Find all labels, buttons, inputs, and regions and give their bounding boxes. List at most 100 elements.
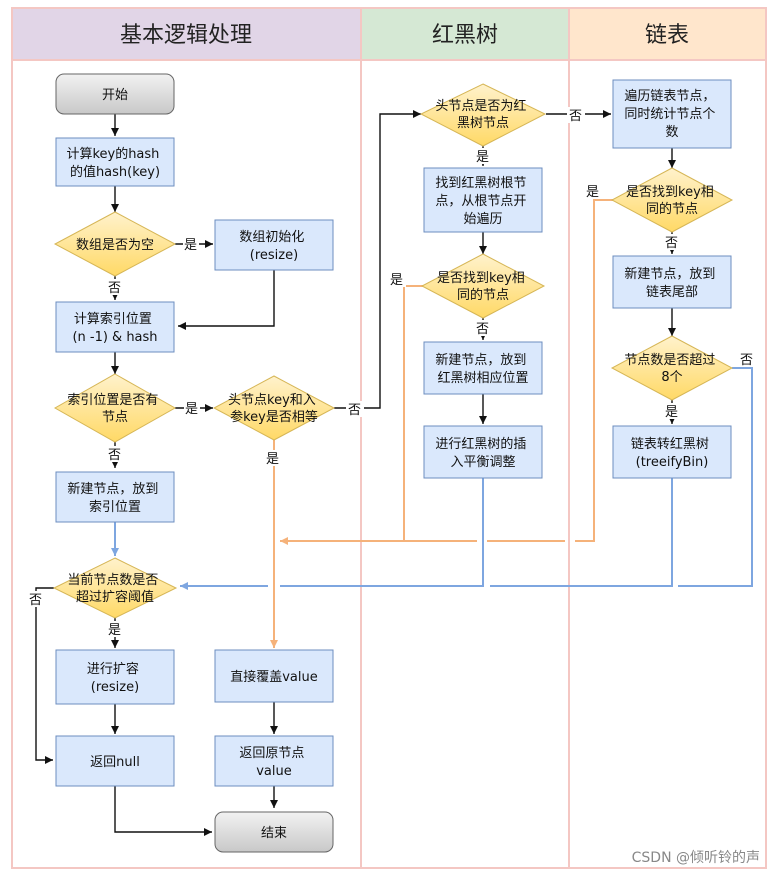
svg-text:进行红黑树的插 入平衡调整: 进行红黑树的插 入平衡调整 [435,436,530,470]
node-calc-index: 计算索引位置 (n -1) & hash [55,301,175,353]
label-isrb-yes: 是 [476,150,489,165]
label-count-yes: 是 [108,623,121,638]
list-exceed8-line1: 节点数是否超过 [624,353,715,368]
node-end: 结束 [214,811,334,853]
count-exceed-line1: 当前节点数是否 [67,572,158,588]
calc-hash-line1: 计算key的hash [66,146,159,162]
head-key-equal-line2: 参key是否相等 [230,409,318,425]
array-init-line1: 数组初始化 [239,230,304,245]
node-list-find-key: 是否找到key相 同的节点 [610,167,734,233]
rb-balance-line1: 进行红黑树的插 [435,436,526,452]
node-array-init: 数组初始化 (resize) [214,219,334,271]
edge-treeify-to-count [280,478,673,587]
rb-new-node-line1: 新建节点，放到 [435,352,526,368]
calc-index-line2: (n -1) & hash [72,330,157,345]
node-traverse-list: 遍历链表节点， 同时统计节点个 数 [612,79,732,149]
lane-rbtree-header [360,7,570,61]
traverse-list-line3: 数 [665,125,678,140]
head-is-rb-line2: 黑树节点 [457,116,509,131]
lane-list-body [568,59,767,869]
svg-text:计算索引位置 (n -1) & hash: 计算索引位置 (n -1) & hash [72,312,157,345]
svg-text:索引位置是否有 节点: 索引位置是否有 节点 [67,393,162,425]
node-rb-balance: 进行红黑树的插 入平衡调整 [423,425,543,479]
node-find-rb-root: 找到红黑树根节 点，从根节点开 始遍历 [423,167,543,233]
lane-basic-title: 基本逻辑处理 [120,23,252,48]
traverse-list-line1: 遍历链表节点， [624,88,715,104]
edge-null-to-end [114,786,212,836]
label-exceed-yes: 是 [665,405,678,420]
list-exceed8-line2: 8个 [661,370,682,385]
edge-headkey-no [334,110,421,409]
array-init-line2: (resize) [250,248,298,263]
label-headkey-yes: 是 [266,452,279,467]
label-headkey-no: 否 [348,403,361,418]
node-list-new-node: 新建节点，放到 链表尾部 [612,255,732,309]
new-node-index-line1: 新建节点，放到 [67,481,158,497]
start-label: 开始 [102,88,128,103]
treeify-line2: (treeifyBin) [636,455,709,470]
label-rbfind-yes: 是 [390,273,403,288]
return-old-line2: value [256,764,292,779]
node-head-key-equal: 头节点key和入 参key是否相等 [212,375,336,441]
node-rb-find-key: 是否找到key相 同的节点 [420,253,546,319]
swimlanes: 基本逻辑处理 红黑树 链表 [11,7,767,869]
calc-index-line1: 计算索引位置 [74,312,152,327]
label-hasnode-no: 否 [108,448,121,463]
label-empty-yes: 是 [184,238,197,253]
svg-text:数组初始化 (resize): 数组初始化 (resize) [239,230,308,263]
lane-list-title: 链表 [645,23,689,48]
find-rb-root-line2: 点，从根节点开 [435,194,526,209]
node-rb-new-node: 新建节点，放到 红黑树相应位置 [423,341,543,395]
rb-new-node-line2: 红黑树相应位置 [437,370,528,386]
index-has-node-line2: 节点 [102,410,128,425]
label-listfind-yes: 是 [586,185,599,200]
traverse-list-line2: 同时统计节点个 [624,107,715,122]
svg-text:找到红黑树根节 点，从根节点开 始遍: 找到红黑树根节 点，从根节点开 始遍历 [435,175,530,227]
svg-text:当前节点数是否 超过扩容阈值: 当前节点数是否 超过扩容阈值 [67,572,162,605]
label-rbfind-no: 否 [476,322,489,337]
index-has-node-line1: 索引位置是否有 [67,393,158,408]
edge-list-found-yes [280,199,614,542]
overwrite-value-label: 直接覆盖value [230,669,318,685]
find-rb-root-line3: 始遍历 [463,211,502,227]
svg-text:头节点key和入 参key是否相等: 头节点key和入 参key是否相等 [228,393,320,425]
svg-text:返回原节点 value: 返回原节点 value [239,746,308,779]
return-old-line1: 返回原节点 [239,746,304,761]
treeify-line1: 链表转红黑树 [631,436,709,452]
head-is-rb-line1: 头节点是否为红 [435,98,526,114]
svg-text:头节点是否为红 黑树节点: 头节点是否为红 黑树节点 [435,98,530,131]
svg-text:是否找到key相 同的节点: 是否找到key相 同的节点 [626,185,718,217]
node-index-has-node: 索引位置是否有 节点 [53,373,177,443]
label-listfind-no: 否 [665,236,678,251]
blue-edges [111,367,753,587]
rb-balance-line2: 入平衡调整 [450,455,515,470]
edge-rb-balance-to-count [180,478,484,586]
node-treeify: 链表转红黑树 (treeifyBin) [612,425,732,479]
node-start: 开始 [55,73,175,115]
node-new-node-index: 新建节点，放到 索引位置 [55,471,175,523]
svg-text:新建节点，放到 红黑树相应位置: 新建节点，放到 红黑树相应位置 [435,352,530,386]
svg-text:节点数是否超过 8个: 节点数是否超过 8个 [624,353,719,385]
head-key-equal-line1: 头节点key和入 [228,393,316,408]
edge-init-to-index [178,270,275,330]
do-resize-line1: 进行扩容 [87,661,139,677]
list-find-key-line1: 是否找到key相 [626,185,714,200]
find-rb-root-line1: 找到红黑树根节 [435,175,526,191]
edge-labels: 是 否 是 否 否 是 是 否 是 否 是 否 否 是 是 否 [27,107,756,638]
label-hasnode-yes: 是 [185,402,198,417]
watermark: CSDN @倾听铃的声 [632,850,760,866]
node-list-exceed8: 节点数是否超过 8个 [610,335,734,401]
lane-rbtree-title: 红黑树 [432,23,498,48]
label-isrb-no: 否 [569,109,582,124]
node-array-empty: 数组是否为空 [53,211,177,277]
count-exceed-line2: 超过扩容阈值 [76,589,154,605]
end-label: 结束 [261,826,287,841]
node-calc-hash: 计算key的hash 的值hash(key) [55,137,175,187]
node-return-null: 返回null [55,735,175,787]
calc-hash-line2: 的值hash(key) [70,164,160,180]
edge-list-exceed-no [490,367,753,587]
list-new-node-line2: 链表尾部 [646,285,698,300]
list-find-key-line2: 同的节点 [646,201,698,217]
node-count-exceed: 当前节点数是否 超过扩容阈值 [52,557,178,619]
